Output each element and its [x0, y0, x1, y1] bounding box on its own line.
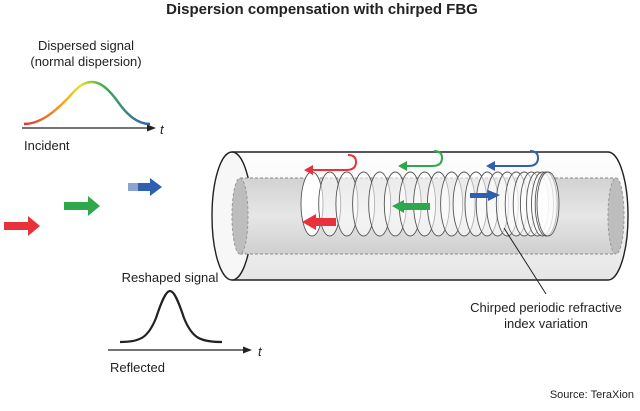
hook-arrow-red	[304, 154, 358, 175]
reflected-caption: Reflected	[110, 360, 165, 375]
dispersed-pulse-curve	[23, 80, 151, 126]
grating-callout-line	[503, 227, 547, 295]
diagram-title: Dispersion compensation with chirped FBG	[166, 1, 478, 18]
reflected-blue-arrow	[470, 190, 500, 201]
incident-axis-arrowhead	[147, 124, 156, 132]
dispersed-signal-sublabel: (normal dispersion)	[30, 54, 141, 69]
dispersed-signal-label: Dispersed signal	[38, 38, 134, 53]
reshaped-pulse-curve	[119, 289, 223, 344]
incident-panel: Dispersed signal (normal dispersion) t I…	[22, 38, 165, 153]
reflected-green-arrow	[392, 200, 430, 213]
hook-arrow-blue	[486, 150, 540, 171]
incoming-green-arrow	[64, 196, 100, 216]
incoming-blue-arrow	[128, 178, 162, 196]
reflected-panel: Reshaped signal t Reflected	[108, 270, 263, 375]
reshaped-signal-label: Reshaped signal	[122, 270, 219, 285]
source-credit: Source: TeraXion	[550, 389, 634, 401]
reflected-red-arrow	[302, 214, 336, 230]
grating-ring	[536, 171, 560, 237]
incident-axis-label: t	[160, 122, 165, 137]
grating-label-line1: Chirped periodic refractive	[470, 300, 622, 315]
incoming-red-arrow	[4, 216, 40, 236]
grating-label-line2: index variation	[504, 316, 588, 331]
hook-arrow-green	[398, 150, 444, 171]
incident-caption: Incident	[24, 138, 70, 153]
reflected-axis-label: t	[258, 344, 263, 359]
reflected-axis-arrowhead	[243, 346, 252, 354]
